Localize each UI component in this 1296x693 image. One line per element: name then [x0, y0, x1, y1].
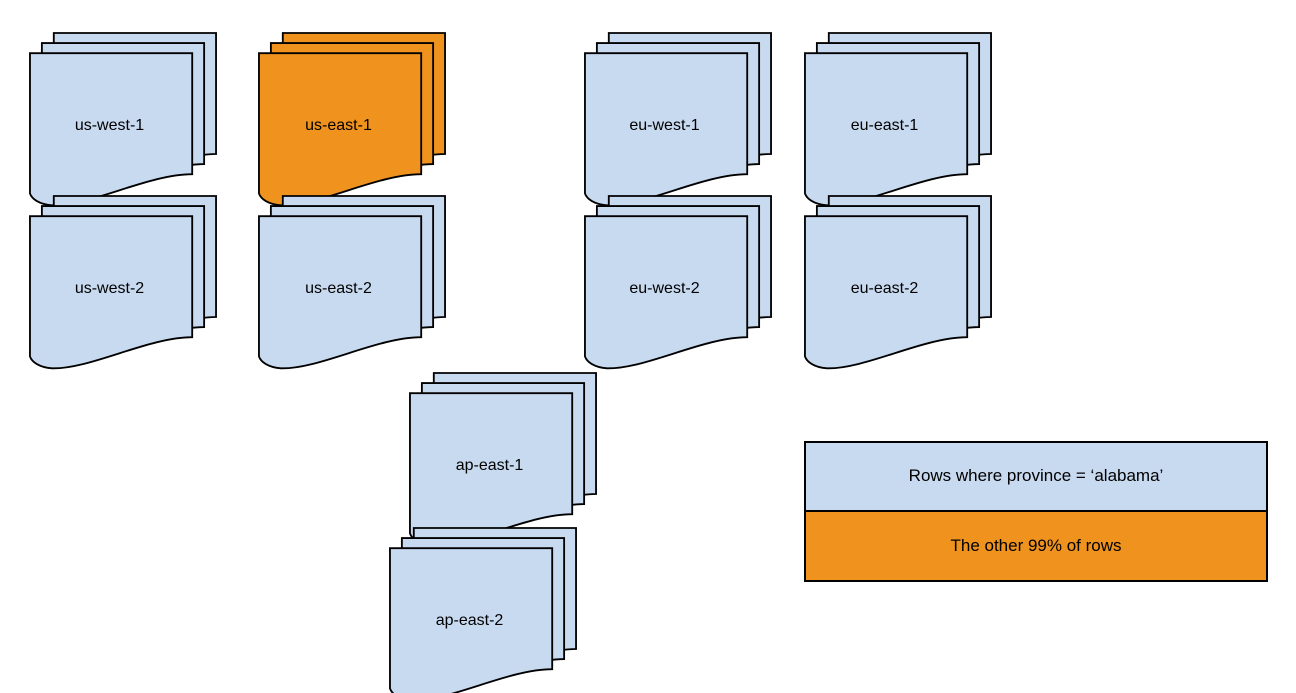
doc-stack-us-east-1[interactable]: us-east-1 [250, 32, 465, 207]
legend-row-normal: Rows where province = ‘alabama’ [806, 443, 1266, 512]
doc-stack-us-west-1[interactable]: us-west-1 [21, 32, 236, 207]
doc-stack-eu-east-2[interactable]: eu-east-2 [796, 195, 1011, 370]
doc-sheet-3 [29, 215, 194, 370]
doc-stack-shape [804, 195, 992, 370]
doc-sheet-3 [804, 215, 969, 370]
doc-stack-shape [804, 32, 992, 207]
doc-stack-eu-west-2[interactable]: eu-west-2 [576, 195, 791, 370]
doc-sheet-3 [584, 52, 749, 207]
doc-stack-us-west-2[interactable]: us-west-2 [21, 195, 236, 370]
doc-stack-shape [258, 32, 446, 207]
doc-sheet-3 [584, 215, 749, 370]
doc-sheet-3 [389, 547, 554, 693]
doc-sheet-3 [258, 215, 423, 370]
doc-stack-shape [29, 32, 217, 207]
doc-stack-eu-west-1[interactable]: eu-west-1 [576, 32, 791, 207]
doc-sheet-3 [409, 392, 574, 547]
doc-sheet-3 [258, 52, 423, 207]
doc-stack-shape [584, 32, 772, 207]
doc-sheet-3 [29, 52, 194, 207]
doc-stack-ap-east-1[interactable]: ap-east-1 [401, 372, 616, 547]
doc-stack-shape [409, 372, 597, 547]
doc-stack-shape [258, 195, 446, 370]
legend-row-highlight: The other 99% of rows [806, 511, 1266, 580]
doc-stack-shape [389, 527, 577, 693]
legend: Rows where province = ‘alabama’ The othe… [804, 441, 1268, 582]
doc-sheet-3 [804, 52, 969, 207]
doc-stack-eu-east-1[interactable]: eu-east-1 [796, 32, 1011, 207]
doc-stack-shape [584, 195, 772, 370]
doc-stack-us-east-2[interactable]: us-east-2 [250, 195, 465, 370]
doc-stack-ap-east-2[interactable]: ap-east-2 [381, 527, 596, 693]
doc-stack-shape [29, 195, 217, 370]
